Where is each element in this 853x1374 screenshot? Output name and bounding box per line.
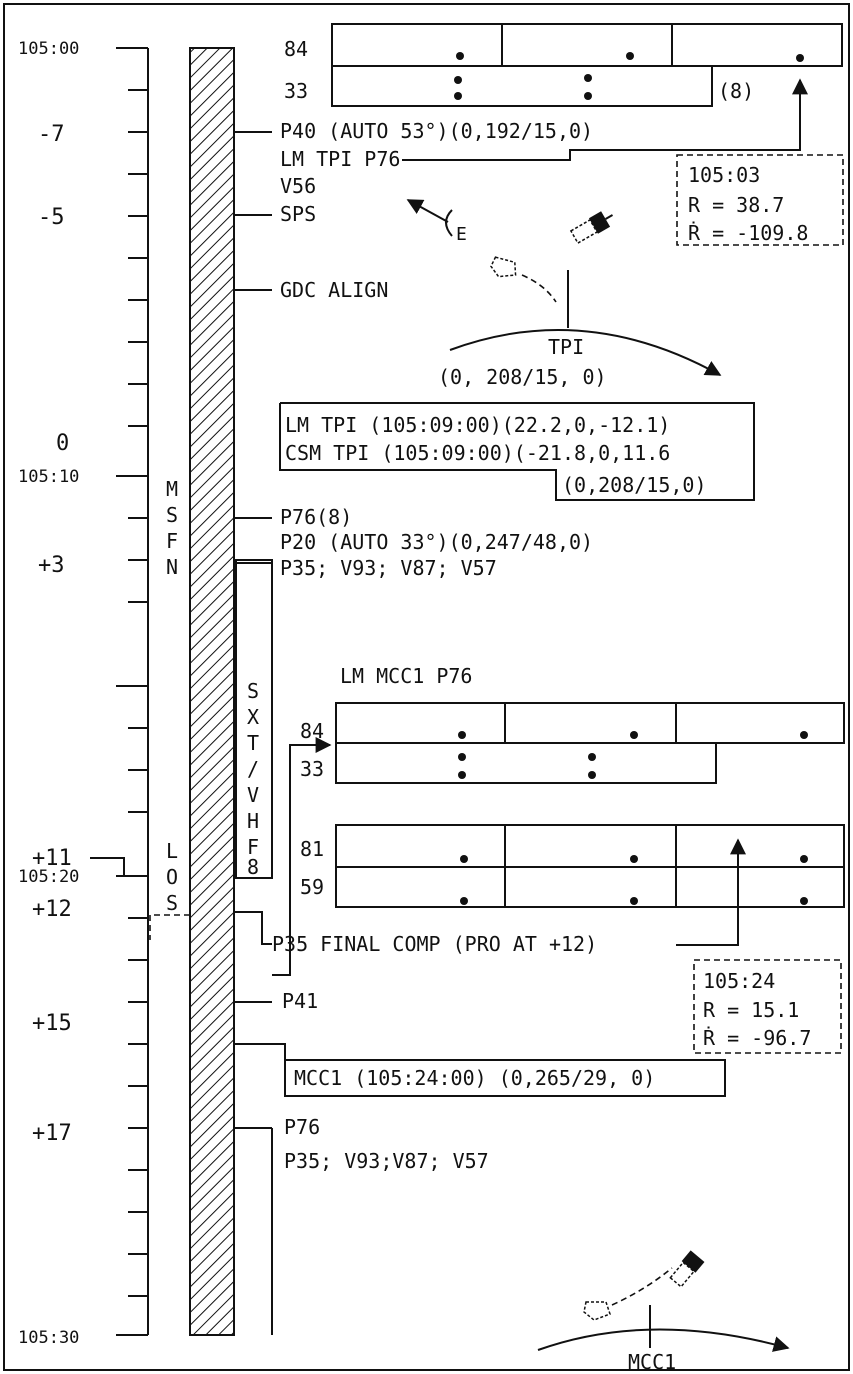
p40-label: P40 (AUTO 53°)(0,192/15,0) — [280, 119, 593, 143]
lm-spacecraft-icon-2 — [583, 1301, 611, 1321]
svg-text:S: S — [166, 503, 178, 527]
time-label-plus-11: +11 — [32, 846, 72, 871]
time-label-zero: 0 — [56, 431, 69, 456]
range-box-2-time: 105:24 — [703, 969, 775, 993]
p76-8-label: P76(8) — [280, 505, 352, 529]
v56-label: V56 — [280, 174, 316, 198]
svg-text:S: S — [247, 679, 259, 703]
outer-frame — [3, 3, 850, 1371]
mcc1-solution: MCC1 (105:24:00) (0,265/29, 0) — [294, 1066, 655, 1090]
sps-label: SPS — [280, 202, 316, 226]
range-box-2-r: R = 15.1 — [703, 998, 799, 1022]
range-box-105-03: 105:03 R = 38.7 Ṙ = -109.8 — [676, 154, 844, 246]
time-label-105-30: 105:30 — [18, 1328, 79, 1348]
time-label-105-10: 105:10 — [18, 467, 79, 487]
p35-final-comp-label: P35 FINAL COMP (PRO AT +12) — [272, 932, 597, 956]
sxt-vhf-label: S X T / V H F 8 — [247, 679, 259, 879]
tpi-values: (0, 208/15, 0) — [438, 365, 607, 389]
sxt-vhf-box — [235, 559, 273, 879]
time-label-plus-17: +17 — [32, 1121, 72, 1146]
middle-events: P76(8) P20 (AUTO 33°)(0,247/48,0) P35; V… — [234, 505, 593, 580]
lower-events: P41 MCC1 (105:24:00) (0,265/29, 0) P76 P… — [234, 989, 726, 1335]
mcc1-row1-label: 84 — [300, 719, 324, 743]
p35-v93-label-2: P35; V93;V87; V57 — [284, 1149, 489, 1173]
range-box-1-rdot: Ṙ = -109.8 — [688, 221, 808, 245]
time-label-plus-15: +15 — [32, 1011, 72, 1036]
msfn-label: M S F N — [166, 477, 178, 579]
svg-text:S: S — [166, 891, 178, 915]
p35-arrow-to-range — [676, 838, 746, 946]
time-labels: 105:00 -7 -5 0 105:10 +3 +11 105:20 +12 … — [18, 39, 79, 1348]
time-label-105-20: 105:20 — [18, 867, 79, 887]
mcc1-sketch: MCC1 — [537, 1250, 790, 1374]
svg-text:H: H — [247, 809, 259, 833]
svg-text:8: 8 — [247, 855, 259, 879]
gdc-align-label: GDC ALIGN — [280, 278, 388, 302]
east-arrow — [406, 199, 449, 223]
range-box-1-time: 105:03 — [688, 163, 760, 187]
top-tally-row2-label: 33 — [284, 79, 308, 103]
range-box-2-rdot: Ṙ = -96.7 — [703, 1026, 811, 1050]
plus-11-bracket — [90, 857, 125, 876]
tpi-solution-extra: (0,208/15,0) — [562, 473, 707, 497]
mcc1-tally-title: LM MCC1 P76 — [340, 664, 472, 688]
tpi-orbit-arc — [449, 329, 722, 376]
mcc1-solution-frame — [234, 1043, 726, 1097]
p20-label: P20 (AUTO 33°)(0,247/48,0) — [280, 530, 593, 554]
tpi-label: TPI — [548, 335, 584, 359]
mcc1-row3-label: 81 — [300, 837, 324, 861]
svg-text:/: / — [247, 757, 259, 781]
svg-text:F: F — [247, 835, 259, 859]
tpi-solution-box: LM TPI (105:09:00)(22.2,0,-12.1) CSM TPI… — [279, 402, 755, 501]
top-tally-row1-label: 84 — [284, 37, 308, 61]
p35-v93-label: P35; V93; V87; V57 — [280, 556, 497, 580]
mcc1-tally-table: LM MCC1 P76 84 33 81 59 — [300, 664, 845, 908]
mcc1-row2-label: 33 — [300, 757, 324, 781]
timeline-ticks — [116, 47, 148, 1336]
time-label-minus-5: -5 — [38, 205, 65, 230]
lm-spacecraft-icon — [490, 256, 517, 278]
mcc1-row4-label: 59 — [300, 875, 324, 899]
csm-spacecraft-icon-2 — [669, 1250, 705, 1288]
time-label-minus-7: -7 — [38, 122, 65, 147]
time-label-plus-12: +12 — [32, 897, 72, 922]
p35-final-comp: P35 FINAL COMP (PRO AT +12) — [234, 737, 746, 976]
p35-arrow-to-tally — [272, 737, 332, 976]
csm-spacecraft-icon — [569, 211, 614, 245]
mcc1-orbit-arc — [537, 1328, 790, 1352]
svg-text:M: M — [166, 477, 178, 501]
lm-tpi-arrow — [402, 78, 808, 161]
mcc1-sketch-label: MCC1 — [628, 1350, 676, 1374]
p76-label: P76 — [284, 1115, 320, 1139]
hatched-comm-bar — [189, 47, 235, 1336]
svg-text:F: F — [166, 529, 178, 553]
range-box-105-24: 105:24 R = 15.1 Ṙ = -96.7 — [693, 959, 842, 1054]
lm-tpi-p76-label: LM TPI P76 — [280, 147, 400, 171]
svg-text:O: O — [166, 865, 178, 889]
p41-label: P41 — [282, 989, 318, 1013]
los-label: L O S — [166, 839, 178, 915]
top-tally-table: 84 33 (8) — [284, 23, 843, 107]
svg-text:L: L — [166, 839, 178, 863]
time-label-105-00: 105:00 — [18, 39, 79, 59]
csm-tpi-solution: CSM TPI (105:09:00)(-21.8,0,11.6 — [285, 441, 670, 465]
svg-text:N: N — [166, 555, 178, 579]
time-label-plus-3: +3 — [38, 553, 65, 578]
svg-text:V: V — [247, 783, 259, 807]
tpi-sketch: E TPI (0, 208/15, 0) — [406, 199, 722, 389]
svg-text:X: X — [247, 705, 259, 729]
top-tally-note: (8) — [718, 79, 754, 103]
lm-tpi-solution: LM TPI (105:09:00)(22.2,0,-12.1) — [285, 413, 670, 437]
svg-text:T: T — [247, 731, 259, 755]
upper-events: P40 (AUTO 53°)(0,192/15,0) LM TPI P76 V5… — [234, 78, 808, 302]
los-dashed-marker — [149, 914, 190, 940]
range-box-1-r: R = 38.7 — [688, 193, 784, 217]
east-label: E — [456, 224, 467, 245]
